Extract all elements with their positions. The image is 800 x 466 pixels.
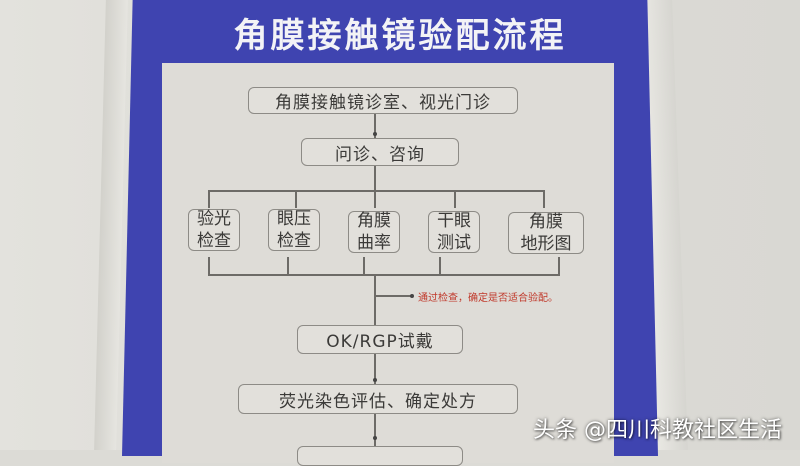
connector (374, 114, 376, 138)
branch-drop (208, 190, 210, 208)
branch-drop (295, 190, 297, 208)
exam-dry-eye-box: 干眼 测试 (428, 211, 480, 253)
branch-bar-top (208, 190, 544, 192)
arrow-dot (373, 132, 377, 136)
step-clinic-box: 角膜接触镜诊室、视光门诊 (248, 87, 518, 114)
exam-keratometry-box: 角膜 曲率 (348, 211, 400, 253)
connector (374, 414, 376, 446)
exam-topography-box: 角膜 地形图 (508, 212, 584, 254)
watermark: 头条 @四川科教社区生活 (533, 418, 782, 443)
branch-rise (287, 257, 289, 275)
note-connector (374, 295, 412, 297)
arrow-dot (373, 436, 377, 440)
connector (374, 275, 376, 325)
next-step-box-partial (297, 446, 463, 466)
exam-refraction-box: 验光 检查 (188, 209, 240, 251)
exam-label-line2: 曲率 (357, 233, 391, 253)
suitability-note: 通过检查，确定是否适合验配。 (418, 293, 558, 304)
branch-rise (363, 257, 365, 275)
exam-label-line1: 角膜 (529, 212, 563, 232)
exam-iop-box: 眼压 检查 (268, 209, 320, 251)
step-fluorescein-box: 荧光染色评估、确定处方 (238, 384, 518, 414)
step-trial-fitting-box: OK/RGP试戴 (297, 325, 463, 354)
step-consultation-box: 问诊、咨询 (301, 138, 459, 166)
exam-label-line1: 干眼 (437, 211, 471, 231)
branch-rise (439, 257, 441, 275)
branch-drop (543, 190, 545, 208)
arrow-dot (410, 294, 414, 298)
arrow-dot (373, 378, 377, 382)
connector (374, 166, 376, 190)
connector (374, 354, 376, 384)
exam-label-line2: 检查 (197, 231, 231, 251)
branch-bar-bottom (208, 274, 560, 276)
exam-label-line2: 测试 (437, 233, 471, 253)
exam-label-line1: 角膜 (357, 211, 391, 231)
exam-label-line1: 验光 (197, 209, 231, 229)
exam-label-line1: 眼压 (277, 209, 311, 229)
poster-title: 角膜接触镜验配流程 (233, 16, 567, 56)
branch-drop (454, 190, 456, 208)
branch-rise (558, 257, 560, 275)
branch-drop (374, 190, 376, 208)
exam-label-line2: 地形图 (520, 234, 572, 254)
branch-rise (208, 257, 210, 275)
exam-label-line2: 检查 (277, 231, 311, 251)
